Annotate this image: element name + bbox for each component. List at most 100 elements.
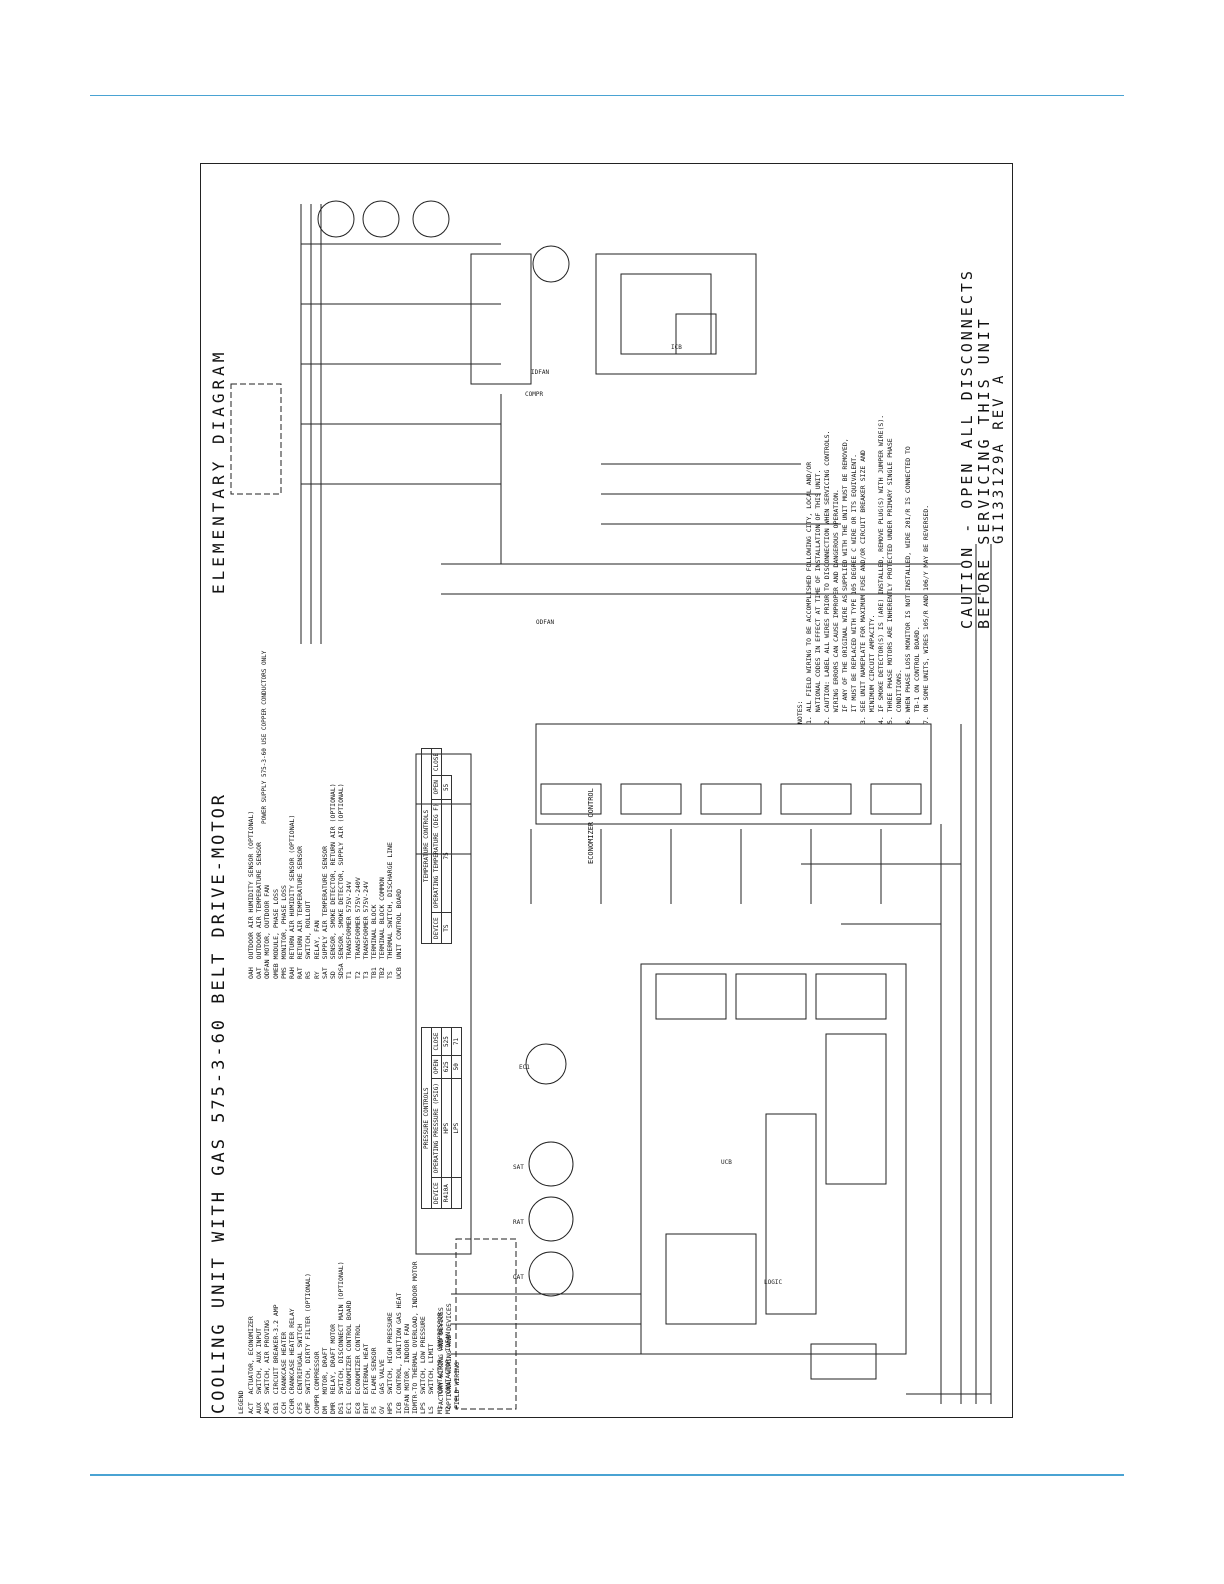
note-line: TB-1 ON CONTROL BOARD. [913, 626, 921, 724]
legend-entry: IDFAN MOTOR, INDOOR FAN [402, 1323, 411, 1414]
legend-column-2: OAH OUTDOOR AIR HUMIDITY SENSOR (OPTIONA… [247, 783, 403, 979]
note-line: NOTES: [796, 700, 804, 724]
legend-entry: OAT OUTDOOR AIR TEMPERATURE SENSOR [255, 842, 264, 979]
table-title: PRESSURE CONTROLS [421, 1027, 432, 1209]
svg-text:OAT: OAT [513, 1274, 524, 1281]
table-cell: 55 [441, 775, 452, 800]
legend-entry: OMEB MODULE, PHASE LOSS [271, 888, 280, 979]
caution-line-1: CAUTION - OPEN ALL DISCONNECTS [958, 268, 976, 629]
svg-text:ICB: ICB [671, 344, 682, 351]
note-line: 2. CAUTION: LABEL ALL WIRES PRIOR TO DIS… [823, 430, 831, 725]
legend-entry: TS THERMAL SWITCH, DISCHARGE LINE [386, 842, 395, 979]
legend-entry: FS FLAME SENSOR [370, 1347, 379, 1414]
legend-entry: CB1 CIRCUIT BREAKER-3.2 AMP [271, 1304, 280, 1414]
legend-entry: CCH CRANKCASE HEATER [279, 1331, 288, 1414]
legend-entry: T3 TRANSFORMER 575V-24V [361, 881, 370, 979]
legend-entry: CMF SWITCH, DIRTY FILTER (OPTIONAL) [304, 1273, 313, 1414]
header-rule [90, 95, 1124, 96]
legend-entry: RAH RETURN AIR HUMIDITY SENSOR (OPTIONAL… [288, 814, 297, 979]
note-line: IT MUST BE REPLACED WITH TYPE 105 DEGREE… [850, 453, 858, 724]
svg-text:ODFAN: ODFAN [536, 619, 554, 626]
legend-entry: IDMTR-TO THERMAL OVERLOAD, INDOOR MOTOR [411, 1261, 420, 1414]
table-cell: 525 [441, 1027, 452, 1056]
wiring-key-entry: FIELD WIRING [453, 1362, 462, 1409]
legend-entry: DMR RELAY, DRAFT MOTOR [329, 1323, 338, 1414]
legend-entry: LS SWITCH, LIMIT [427, 1343, 436, 1414]
legend-entry: ICB CONTROL, IGNITION GAS HEAT [394, 1292, 403, 1414]
footer-rule [90, 1474, 1124, 1476]
legend-entry: ODFAN MOTOR, OUTDOOR FAN [263, 885, 272, 979]
legend-entry: RAT RETURN AIR TEMPERATURE SENSOR [296, 845, 305, 979]
note-line: WIRING ERRORS CAN CAUSE IMPROPER AND DAN… [832, 489, 840, 724]
table-cell: 71 [451, 1027, 462, 1056]
table-cell: TS [441, 912, 452, 944]
legend-entry: RY RELAY, FAN [312, 920, 321, 979]
legend-entry: CFS CENTRIFUGAL SWITCH [296, 1323, 305, 1414]
legend-entry: COMPR COMPRESSOR [312, 1351, 321, 1414]
legend-entry: AUX SWITCH, AUX INPUT [255, 1327, 264, 1414]
note-line: NATIONAL CODES IN EFFECT AT TIME OF INST… [814, 469, 822, 724]
elementary-diagram-title: ELEMENTARY DIAGRAM [209, 348, 228, 594]
legend-entry: GV GAS VALVE [378, 1359, 387, 1414]
legend-entry: T2 TRANSFORMER 575V-240V [353, 877, 362, 979]
legend-entry: DM MOTOR, DRAFT [320, 1347, 329, 1414]
table-cell: R410A [441, 1177, 452, 1209]
table-cell: 75 [441, 799, 452, 913]
legend-entry: SDSA SENSOR, SMOKE DETECTOR, SUPPLY AIR … [337, 783, 346, 979]
ucb-box [640, 963, 907, 1355]
diagram-title: COOLING UNIT WITH GAS 575-3-60 BELT DRIV… [209, 791, 229, 1414]
elem-label-compr: COMPR [525, 391, 543, 398]
legend-entry: EHT EXTERNAL HEAT [361, 1343, 370, 1414]
table-header: OPEN [431, 775, 442, 800]
legend-heading: LEGEND [237, 1390, 245, 1414]
table-header: OPEN [431, 1055, 442, 1079]
svg-text:EC1: EC1 [519, 1064, 530, 1071]
legend-entry: TB1 TERMINAL BLOCK [370, 904, 379, 979]
legend-entry: LPS SWITCH, LOW PRESSURE [419, 1316, 428, 1414]
table-title: TEMPERATURE CONTROLS [421, 748, 432, 944]
wiring-key-entry: OPTIONAL WIRING AND DEVICES [445, 1303, 454, 1409]
note-line: CONDITIONS. [895, 669, 903, 724]
table-header: DEVICE [431, 1177, 442, 1209]
wiring-diagram-sheet: COMPR IDFAN ODFAN ICB LOGIC UCB SAT RAT OA… [200, 163, 1013, 1418]
legend-entry: UCB UNIT CONTROL BOARD [394, 888, 403, 979]
note-line: 6. WHEN PHASE LOSS MONITOR IS NOT INSTAL… [904, 446, 912, 724]
table-cell: LPS [451, 1078, 462, 1178]
svg-text:IDFAN: IDFAN [531, 369, 549, 376]
note-line: 7. ON SOME UNITS, WIRES 105/R AND 106/Y … [922, 504, 930, 724]
legend-entry: RS SWITCH, ROLLOUT [304, 900, 313, 979]
svg-text:UCB: UCB [721, 1159, 732, 1166]
wiring-key-entry: FACTORY WIRING AND DEVICES [437, 1307, 445, 1409]
legend-entry: DS1 SWITCH, DISCONNECT MAIN (OPTIONAL) [337, 1261, 346, 1414]
svg-text:SAT: SAT [513, 1164, 524, 1171]
svg-text:RAT: RAT [513, 1219, 524, 1226]
legend-entry: EC8 ECONOMIZER CONTROL [353, 1323, 362, 1414]
svg-text:LOGIC: LOGIC [764, 1279, 782, 1286]
table-cell: 50 [451, 1055, 462, 1079]
legend-entry: SD SENSOR, SMOKE DETECTOR, RETURN AIR (O… [329, 783, 338, 979]
legend-entry: APS SWITCH, AIR PROVING [263, 1320, 272, 1414]
legend-entry: EC1 ECONOMIZER CONTROL BOARD [345, 1300, 354, 1415]
econ-box [535, 723, 932, 825]
note-line: MINIMUM CIRCUIT AMPACITY. [868, 614, 876, 724]
table-header: OPERATING TEMPERATURE (DEG F) [431, 799, 442, 913]
legend-entry: T1 TRANSFORMER 575V-24V [345, 881, 354, 979]
revision-code: GI133129A REV A [991, 372, 1007, 544]
legend-entry: SAT SUPPLY AIR TEMPERATURE SENSOR [320, 845, 329, 979]
table-cell [451, 1177, 462, 1209]
legend-entry: ACT ACTUATOR, ECONOMIZER [247, 1316, 255, 1414]
note-line: 5. THREE PHASE MOTORS ARE INHERENTLY PRO… [886, 438, 894, 724]
legend-entry: OAH OUTDOOR AIR HUMIDITY SENSOR (OPTIONA… [247, 810, 255, 979]
table-cell: 625 [441, 1055, 452, 1079]
table-header: CLOSE [431, 748, 442, 776]
wiring-diagram-graphics: COMPR IDFAN ODFAN ICB LOGIC UCB SAT RAT OA… [230, 200, 992, 1410]
table-header: CLOSE [431, 1027, 442, 1056]
note-line: IF ANY OF THE ORIGINAL WIRE AS SUPPLIED … [841, 438, 849, 724]
